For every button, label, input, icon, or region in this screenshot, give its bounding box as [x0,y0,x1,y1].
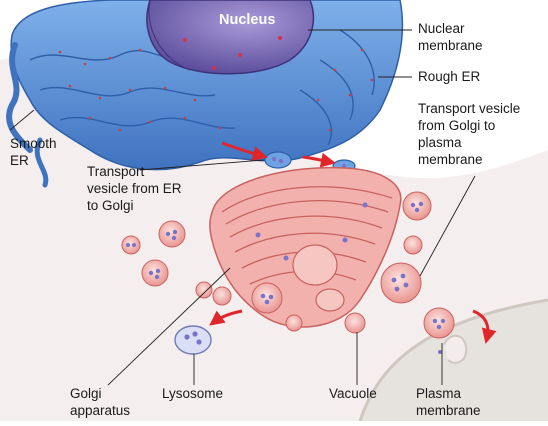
exocytosis-pocket [438,334,468,364]
label-smooth-er-1: Smooth [10,136,57,151]
label-plasma-membrane-1: Plasma [416,386,462,401]
label-vesicle-golgi-membrane-4: membrane [418,152,483,167]
golgi-vesicles [121,191,455,339]
transport-arrows [209,141,497,344]
plasma-membrane-edge [358,298,548,422]
vesicle [141,259,169,287]
vesicle [402,191,432,221]
label-lysosome: Lysosome [162,386,223,401]
vesicle [251,282,283,314]
vesicle [285,314,303,332]
nucleus [146,0,315,75]
label-nuclear-membrane-2: membrane [418,38,483,53]
label-vesicle-golgi-membrane-1: Transport vesicle [418,101,520,116]
label-nucleus: Nucleus [219,12,275,28]
vesicle [195,281,213,299]
er-to-golgi-vesicle [264,151,292,169]
label-vesicle-er-golgi-2: vesicle from ER [87,181,182,196]
label-smooth-er-2: ER [10,153,29,168]
vesicle [344,312,366,334]
label-vacuole: Vacuole [329,386,377,401]
label-rough-er: Rough ER [418,69,481,84]
leader-lines [9,29,476,386]
vesicle [403,235,423,255]
label-golgi-apparatus-2: apparatus [70,403,130,418]
label-vesicle-er-golgi-3: to Golgi [87,198,134,213]
label-vesicle-golgi-membrane-3: plasma [418,135,462,150]
vesicle [121,235,141,255]
vesicle [212,286,232,306]
label-vesicle-er-golgi-1: Transport [87,164,145,179]
label-golgi-apparatus-1: Golgi [70,386,102,401]
label-vesicle-golgi-membrane-2: from Golgi to [418,118,495,133]
label-plasma-membrane-2: membrane [416,403,481,418]
label-nuclear-membrane-1: Nuclear [418,21,465,36]
vesicle [423,307,455,339]
vesicle [380,262,422,304]
labels: Nucleus Nuclear membrane Rough ER Smooth… [10,12,520,418]
vesicle [158,220,186,248]
lysosome [174,325,212,355]
